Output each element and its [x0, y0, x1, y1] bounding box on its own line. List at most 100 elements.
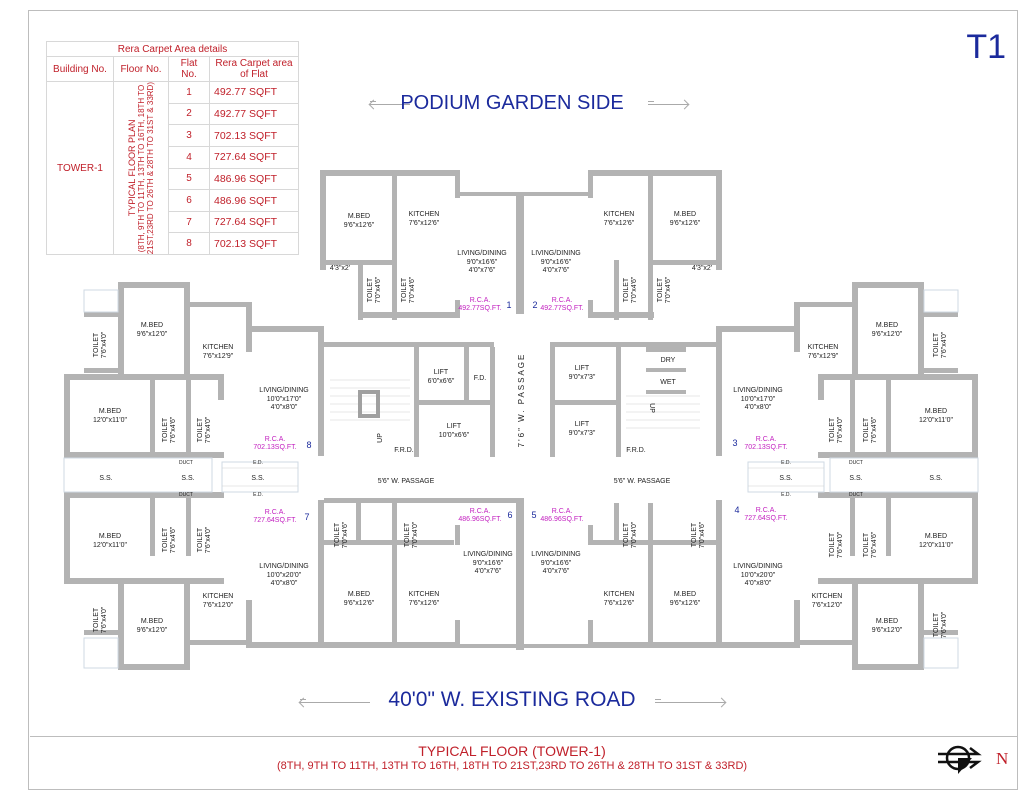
flat8-kitchen: KITCHEN	[203, 344, 234, 351]
road-label: 40'0" W. EXISTING ROAD	[388, 688, 636, 711]
flat3-number: 3	[732, 438, 737, 448]
flat2-mbed-dim: 9'6"x12'6"	[670, 220, 701, 227]
footer-subtitle: (8TH, 9TH TO 11TH, 13TH TO 16TH, 18TH TO…	[276, 760, 748, 772]
flat4-rca: R.C.A.	[756, 507, 777, 514]
flat7-living-dim: 10'0"x20'0"	[267, 572, 302, 579]
core-lift-small-dim: 6'0"x6'6"	[428, 378, 455, 385]
core-lift-r1-dim: 9'0"x7'3"	[569, 374, 596, 381]
left-ed-bottom: E.D.	[253, 492, 263, 498]
flat8-mbed2-dim: 12'0"x11'0"	[93, 417, 127, 424]
flat5-mbed-dim: 9'6"x12'6"	[670, 600, 701, 607]
flat1-rca: R.C.A.	[470, 297, 491, 304]
flat6-toilet-b: TOILET	[404, 522, 411, 547]
flat7-mbed-dim: 12'0"x11'0"	[93, 542, 127, 549]
flat2-number: 2	[532, 300, 537, 310]
flat5-toilet-a-dim: 7'0"x4'0"	[631, 521, 638, 548]
flat3-mbed2: M.BED	[925, 408, 947, 415]
flat3-toilet-b-dim: 7'6"x4'0"	[837, 416, 844, 443]
flat8-toilet-a-dim: 7'6"x4'0"	[101, 331, 108, 358]
core-lift-r2-dim: 9'0"x7'3"	[569, 430, 596, 437]
flat4-living: LIVING/DINING	[733, 563, 782, 570]
flat-area: 702.13 SQFT	[209, 232, 299, 256]
rera-area-table: Rera Carpet Area details Building No. Fl…	[46, 41, 299, 256]
right-ss-2: S.S.	[849, 475, 862, 482]
flat2-rca-value: 492.77SQ.FT.	[540, 305, 583, 312]
podium-arrow-left	[370, 101, 410, 105]
flat8-toilet-a: TOILET	[93, 332, 100, 357]
flat4-toilet-c-dim: 7'6"x4'0"	[941, 611, 948, 638]
flat4-living-dim: 10'0"x20'0"	[741, 572, 776, 579]
road-arrow-left	[300, 699, 370, 703]
flat7-living-dim2: 4'0"x8'0"	[271, 580, 298, 587]
right-passage: 5'6" W. PASSAGE	[614, 478, 671, 485]
header-floor: Floor No.	[113, 56, 169, 82]
flat2-toilet-dim: 7'0"x4'6"	[631, 276, 638, 303]
flat5-rca: R.C.A.	[552, 508, 573, 515]
flat6-rca: R.C.A.	[470, 508, 491, 515]
flat3-mbed-dim: 9'6"x12'0"	[872, 331, 903, 338]
road-arrow-right	[655, 699, 725, 703]
flat1-living-dim2: 4'0"x7'6"	[469, 267, 496, 274]
left-ss-3: S.S.	[251, 475, 264, 482]
flat6-toilet-b-dim: 7'0"x4'0"	[412, 521, 419, 548]
flat6-rca-value: 486.96SQ.FT.	[458, 516, 501, 523]
flat3-toilet-a-dim: 7'6"x4'0"	[941, 331, 948, 358]
flat8-rca-value: 702.13SQ.FT.	[253, 444, 296, 451]
flat3-living: LIVING/DINING	[733, 387, 782, 394]
right-ed-top: E.D.	[781, 460, 791, 466]
flat8-kitchen-dim: 7'6"x12'9"	[203, 353, 234, 360]
core-frd-left: F.R.D.	[394, 447, 414, 454]
flat8-rca: R.C.A.	[265, 436, 286, 443]
flat7-toilet-a: TOILET	[162, 527, 169, 552]
flat3-toilet-c: TOILET	[863, 417, 870, 442]
core-fd: F.D.	[474, 375, 487, 382]
core-up-left: UP	[377, 433, 384, 443]
flat6-kitchen: KITCHEN	[409, 591, 440, 598]
flat6-living-dim2: 4'0"x7'6"	[475, 568, 502, 575]
flat1-mbed: M.BED	[348, 213, 370, 220]
building-cell: TOWER-1	[46, 80, 114, 256]
flat3-toilet-b: TOILET	[829, 417, 836, 442]
flat5-toilet-b: TOILET	[691, 522, 698, 547]
flat8-toilet-c-dim: 7'6"x4'0"	[205, 416, 212, 443]
flat4-toilet-b-dim: 7'6"x4'6"	[871, 531, 878, 558]
flat1-mbed-dim: 9'6"x12'6"	[344, 222, 375, 229]
flat-area: 702.13 SQFT	[209, 124, 299, 147]
flat8-mbed-dim: 9'6"x12'0"	[137, 331, 168, 338]
vertical-passage: 7'6" W. PASSAGE	[517, 353, 526, 448]
flat4-kitchen: KITCHEN	[812, 593, 843, 600]
flat3-mbed: M.BED	[876, 322, 898, 329]
flat3-rca-value: 702.13SQ.FT.	[744, 444, 787, 451]
flat6-mbed: M.BED	[348, 591, 370, 598]
flat2-mbed: M.BED	[674, 211, 696, 218]
flat2-toilet2: TOILET	[657, 277, 664, 302]
flat8-mbed: M.BED	[141, 322, 163, 329]
north-arrow-icon: N	[938, 745, 1008, 774]
right-ed-bottom: E.D.	[781, 492, 791, 498]
core-dry: DRY	[661, 357, 676, 364]
flat4-mbed2-dim: 9'6"x12'0"	[872, 627, 903, 634]
flat8-living-dim: 10'0"x17'0"	[267, 396, 302, 403]
flat3-mbed2-dim: 12'0"x11'0"	[919, 417, 953, 424]
flat4-toilet-a: TOILET	[829, 532, 836, 557]
flat6-number: 6	[507, 510, 512, 520]
left-duct-bottom: DUCT	[179, 492, 193, 498]
stair-treads	[222, 379, 824, 487]
north-label: N	[996, 749, 1008, 768]
flat1-toilet-dim: 7'0"x4'6"	[375, 276, 382, 303]
core-lift-large-dim: 10'0"x6'6"	[439, 432, 470, 439]
stair-well	[358, 390, 380, 418]
north-arrow: N	[936, 740, 1016, 780]
header-flat: Flat No.	[168, 56, 210, 82]
flat3-toilet-c-dim: 7'6"x4'6"	[871, 416, 878, 443]
flat8-toilet-b: TOILET	[162, 417, 169, 442]
flat7-number: 7	[304, 512, 309, 522]
title-block	[30, 736, 1018, 789]
flat8-toilet-b-dim: 7'6"x4'6"	[170, 416, 177, 443]
flat5-living-dim: 9'0"x16'6"	[541, 560, 572, 567]
left-passage: 5'6" W. PASSAGE	[378, 478, 435, 485]
flat1-toilet2-dim: 7'0"x4'6"	[409, 276, 416, 303]
flat4-mbed2: M.BED	[876, 618, 898, 625]
flat-area: 727.64 SQFT	[209, 210, 299, 234]
flat2-toilet2-dim: 7'0"x4'6"	[665, 276, 672, 303]
